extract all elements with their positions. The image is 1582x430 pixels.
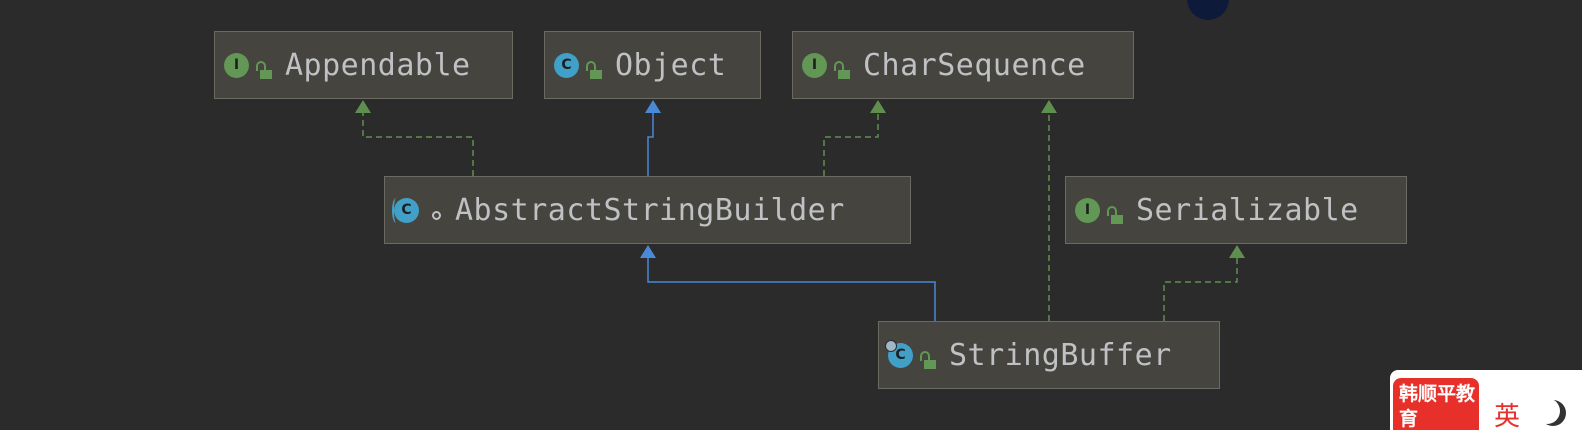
arrowhead-appendable [355,100,371,113]
edge-asb-implements-charsequence [823,108,879,176]
ime-indicator[interactable]: 英 [1494,402,1521,430]
arrowhead-object [645,100,661,113]
node-label: Appendable [285,47,471,83]
public-lock-icon [1106,193,1128,228]
class-icon: C [554,52,579,78]
final-class-icon: C [885,339,913,368]
moon-icon [1534,398,1560,424]
public-lock-icon [919,338,941,373]
node-label: Serializable [1136,192,1359,228]
arrowhead-charsequence-2 [1041,100,1057,113]
node-label: AbstractStringBuilder [455,192,845,228]
public-lock-icon [585,48,607,83]
node-abstractstringbuilder[interactable]: C AbstractStringBuilder [384,176,911,244]
arrowhead-charsequence-1 [870,100,886,113]
node-stringbuffer[interactable]: C StringBuffer [878,321,1220,389]
edge-sb-implements-serializable [1163,253,1238,321]
interface-icon: I [224,52,249,78]
interface-icon: I [802,52,827,78]
node-appendable[interactable]: I Appendable [214,31,513,99]
edge-asb-implements-appendable [362,108,474,176]
edge-asb-extends-object [647,108,654,176]
overlay-dot [1187,0,1229,20]
public-lock-icon [833,48,855,83]
brand-logo: 韩顺平教育 [1393,378,1479,430]
abstract-class-icon: C [392,197,419,223]
node-label: StringBuffer [949,337,1172,373]
interface-icon: I [1075,197,1100,223]
arrowhead-serializable [1229,245,1245,258]
public-lock-icon [255,48,277,83]
node-serializable[interactable]: I Serializable [1065,176,1407,244]
watermark-overlay: 韩顺平教育 英 [1390,370,1582,430]
node-charsequence[interactable]: I CharSequence [792,31,1134,99]
node-object[interactable]: C Object [544,31,761,99]
package-private-icon [425,193,447,228]
arrowhead-asb [640,245,656,258]
node-label: Object [615,47,727,83]
node-label: CharSequence [863,47,1086,83]
edge-sb-extends-asb [647,253,936,321]
